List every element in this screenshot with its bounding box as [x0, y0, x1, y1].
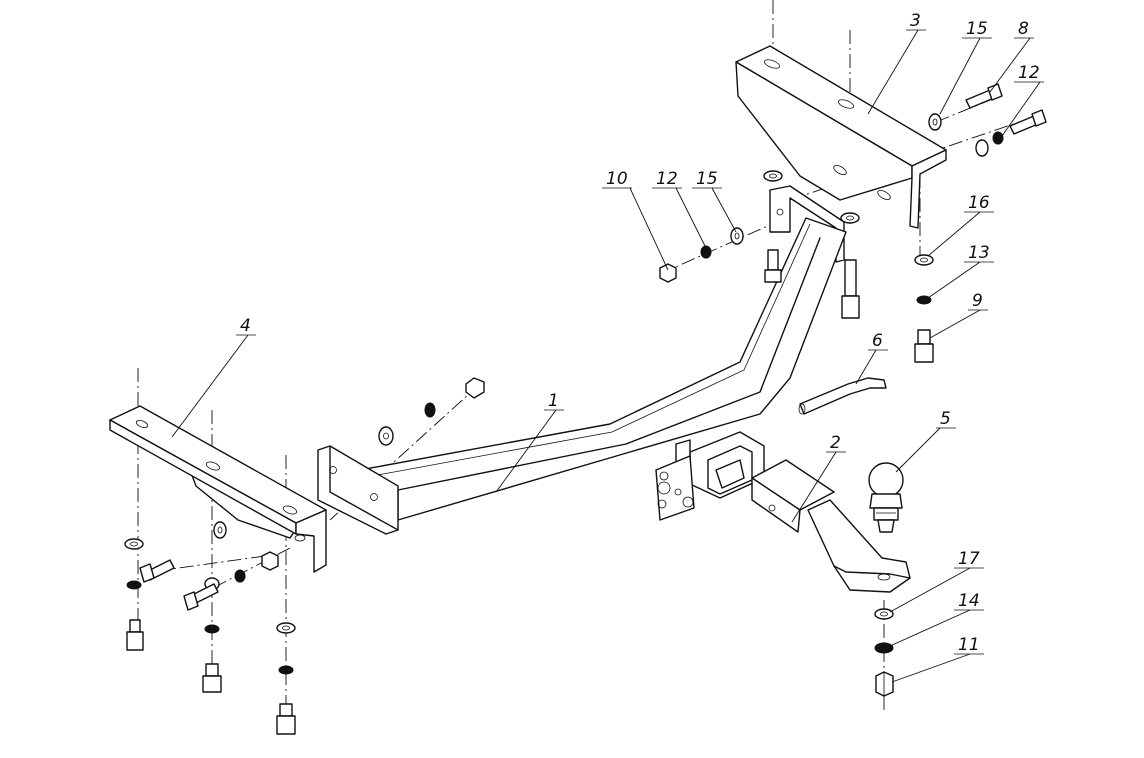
- left-bracket: [109, 405, 327, 573]
- receiver-housing: [655, 431, 765, 521]
- ball-mount: [751, 459, 911, 593]
- callout-2: 2: [830, 433, 841, 453]
- tow-ball: [868, 462, 904, 533]
- leader-lines: [171, 29, 1041, 683]
- callout-17: 17: [958, 549, 980, 569]
- callout-3: 3: [910, 11, 921, 31]
- callout-8: 8: [1018, 19, 1029, 39]
- callout-12-top: 12: [1018, 63, 1040, 83]
- assembly-axes: [137, 0, 1041, 735]
- callout-13: 13: [968, 243, 990, 263]
- fasteners: [124, 83, 1047, 735]
- callout-12-mid: 12: [656, 169, 678, 189]
- hitch-pin: [798, 377, 887, 415]
- callout-14: 14: [958, 591, 980, 611]
- callout-1: 1: [548, 391, 559, 411]
- callout-5: 5: [940, 409, 951, 429]
- callout-16: 16: [968, 193, 990, 213]
- callout-numbers: 4 1 3 15 8 12 10 12 15 16 13 9 6 5 2 17 …: [236, 11, 1044, 655]
- callout-11: 11: [958, 635, 980, 655]
- callout-4: 4: [240, 316, 251, 336]
- callout-9: 9: [972, 291, 983, 311]
- callout-15-top: 15: [966, 19, 988, 39]
- callout-15-mid: 15: [696, 169, 718, 189]
- callout-10: 10: [606, 169, 628, 189]
- callout-6: 6: [872, 331, 883, 351]
- main-beam: [317, 217, 847, 535]
- right-bracket: [735, 45, 947, 263]
